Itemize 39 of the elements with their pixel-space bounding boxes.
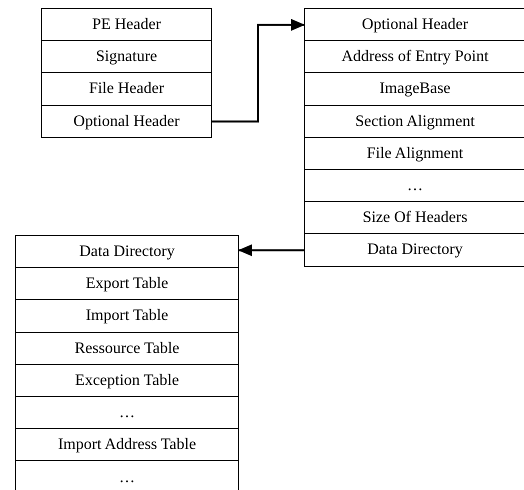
table-row	[15, 460, 239, 490]
table-row	[41, 8, 212, 42]
row-label: ImageBase	[379, 80, 451, 98]
row-label: …	[119, 468, 135, 487]
row-label: Data Directory	[367, 241, 463, 260]
table-row	[304, 72, 524, 106]
row-label: Export Table	[86, 275, 168, 293]
row-label: Import Address Table	[58, 436, 196, 454]
row-label: Section Alignment	[355, 112, 475, 130]
row-label: Import Table	[86, 307, 168, 326]
table-row	[15, 235, 239, 269]
row-label: Address of Entry Point	[341, 48, 489, 66]
table-row	[15, 332, 239, 366]
table-row	[304, 8, 524, 42]
row-label: File Header	[88, 80, 164, 98]
row-label: Size Of Headers	[362, 209, 468, 227]
row-label: Signature	[96, 48, 158, 66]
table-row	[304, 201, 524, 235]
row-label: Ressource Table	[74, 340, 180, 358]
arrow	[238, 244, 304, 256]
row-label: Optional Header	[73, 112, 180, 130]
arrow	[212, 18, 305, 122]
row-label: Data Directory	[79, 243, 175, 261]
row-label: Optional Header	[362, 16, 468, 34]
table-row	[304, 40, 524, 74]
table-row	[15, 428, 239, 462]
row-label: PE Header	[92, 16, 161, 34]
table-row	[304, 233, 524, 268]
row-label: …	[407, 177, 423, 195]
row-label: Exception Table	[75, 372, 179, 390]
row-label: …	[119, 404, 135, 422]
table-row	[41, 72, 212, 106]
table-row	[41, 40, 212, 74]
row-label: File Alignment	[366, 144, 464, 162]
table-row	[15, 267, 239, 301]
table-row	[41, 104, 212, 138]
table-row	[15, 364, 239, 398]
table-row	[15, 396, 239, 430]
table-row	[15, 299, 239, 334]
